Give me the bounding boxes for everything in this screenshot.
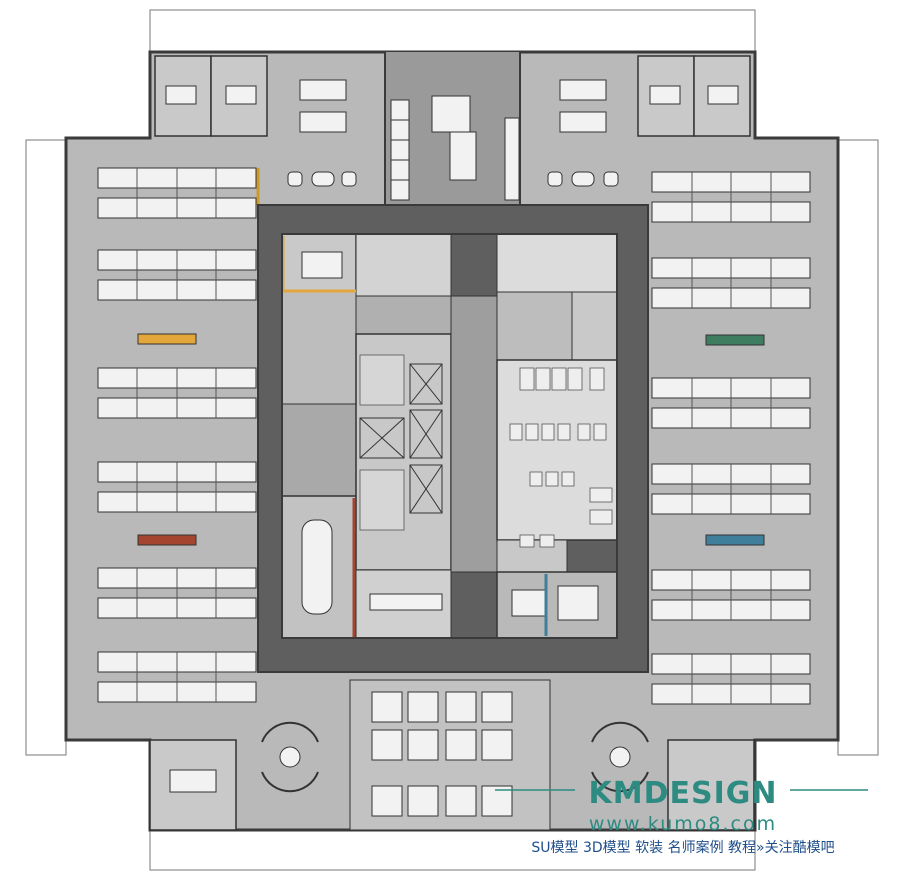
storage-cabinets <box>369 593 443 611</box>
watermark: KMDESIGN www.kumo8.com SU模型 3D模型 软装 名师案例… <box>495 776 868 856</box>
office-desks-north <box>165 85 739 105</box>
meeting-table-s1 <box>511 589 547 617</box>
west-workstation-dividers <box>136 168 217 702</box>
north-workstations <box>299 79 607 133</box>
meeting-table-s2 <box>557 585 599 621</box>
elevator-shafts <box>359 363 443 514</box>
meeting-table-nw <box>301 251 343 279</box>
lounge-seats-north <box>287 171 619 187</box>
watermark-url: www.kumo8.com <box>589 813 777 835</box>
restroom-stalls <box>509 367 613 548</box>
watermark-tagline: SU模型 3D模型 软装 名师案例 教程»关注酷模吧 <box>531 839 834 856</box>
storage-green <box>705 334 765 346</box>
conference-table-west <box>301 519 333 615</box>
east-workstation-dividers <box>691 172 772 704</box>
south-workstations <box>371 691 513 817</box>
storage-red <box>137 534 197 546</box>
watermark-brand: KMDESIGN <box>589 776 778 811</box>
stairs <box>359 354 405 531</box>
structural-walls <box>257 52 649 673</box>
storage-orange <box>137 333 197 345</box>
lounge-pods <box>261 721 649 793</box>
storage-blue <box>705 534 765 546</box>
